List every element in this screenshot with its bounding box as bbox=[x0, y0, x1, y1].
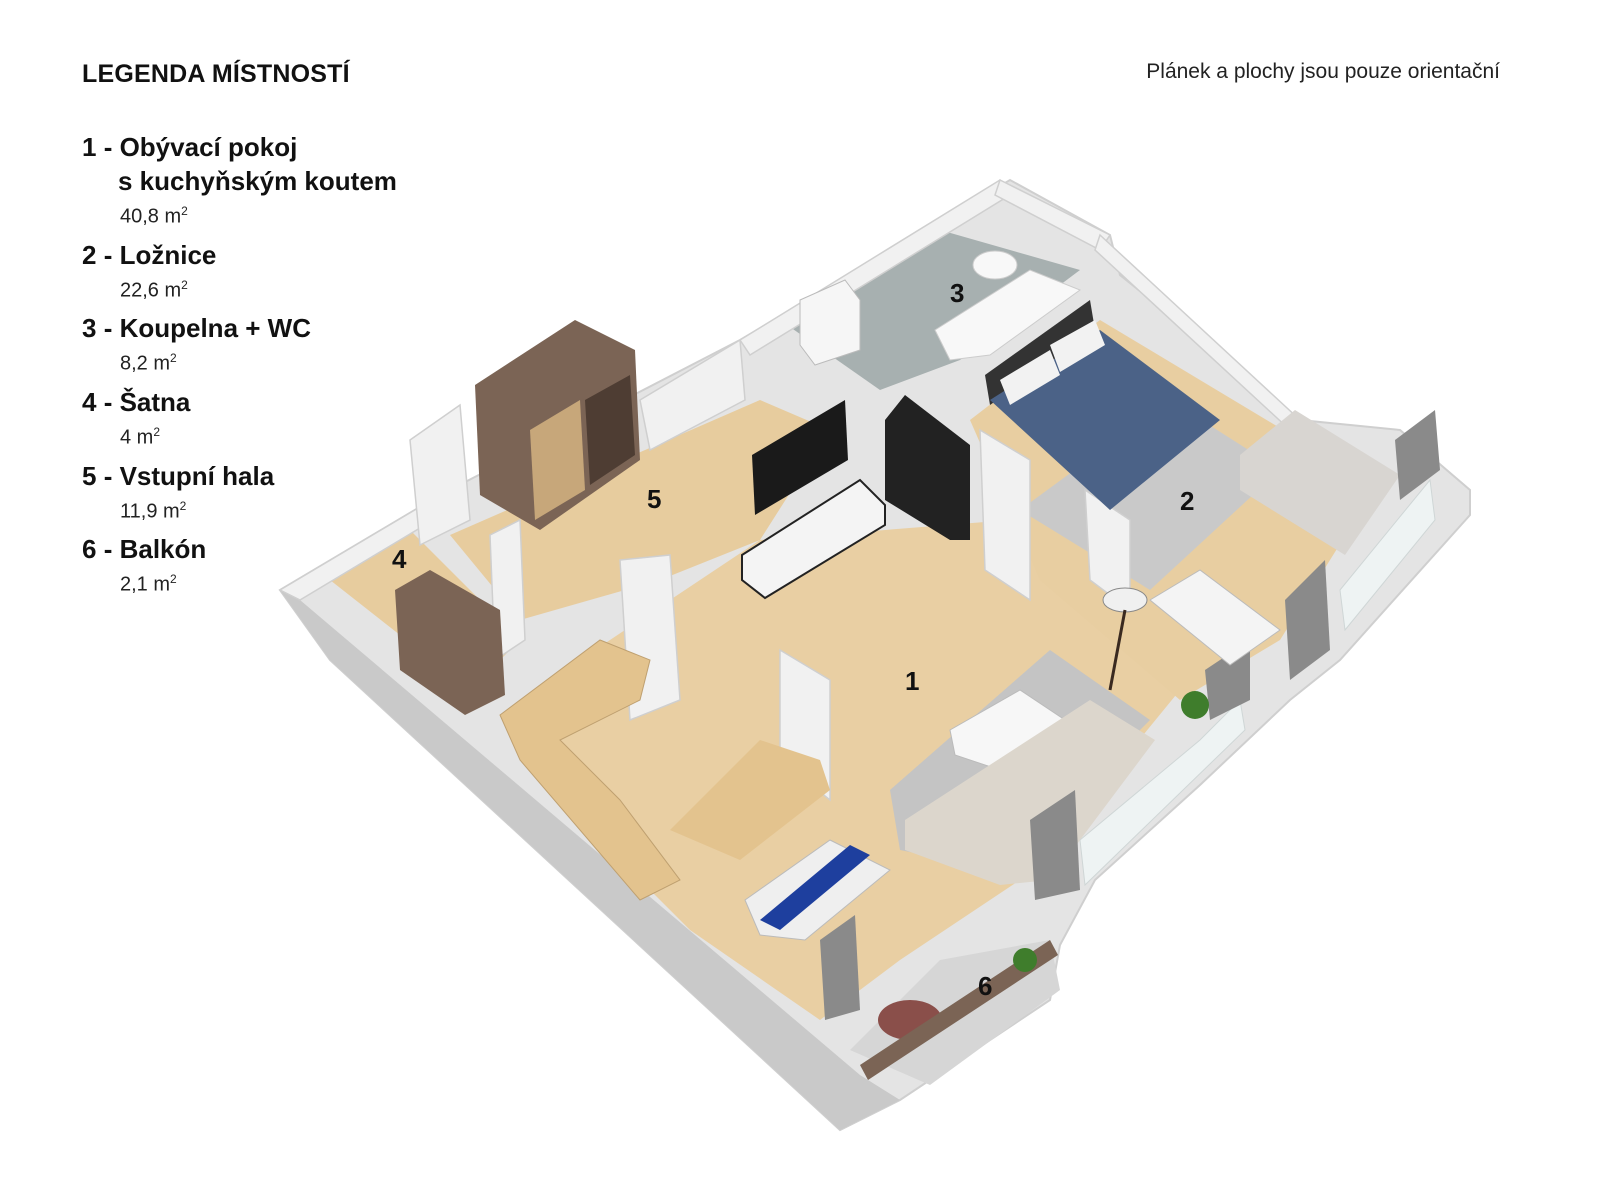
bed bbox=[985, 300, 1220, 510]
plant bbox=[1181, 691, 1209, 719]
tv-stand bbox=[741, 478, 886, 600]
floor-lamp-stand bbox=[1108, 609, 1127, 691]
toilet bbox=[972, 250, 1018, 280]
washing-machine bbox=[799, 279, 861, 366]
tv bbox=[752, 400, 848, 515]
legend-item-balcony: 6 - Balkón 2,1 m2 bbox=[82, 534, 207, 596]
black-shelf bbox=[885, 395, 970, 540]
legend-item-bathroom: 3 - Koupelna + WC 8,2 m2 bbox=[82, 313, 311, 375]
plan-base-side bbox=[280, 590, 900, 1130]
legend-title: LEGENDA MÍSTNOSTÍ bbox=[82, 60, 350, 88]
bathtub bbox=[934, 269, 1082, 361]
plan-label-2: 2 bbox=[1180, 486, 1194, 516]
plan-label-6: 6 bbox=[978, 971, 992, 1001]
curtains bbox=[820, 410, 1440, 1020]
disclaimer-note: Plánek a plochy jsou pouze orientační bbox=[1146, 60, 1500, 83]
kitchen-counter bbox=[499, 639, 681, 901]
legend-item-bedroom: 2 - Ložnice 22,6 m2 bbox=[82, 239, 217, 302]
legend-item-walk-in-closet: 4 - Šatna 4 m2 bbox=[82, 386, 191, 449]
windows bbox=[1079, 478, 1436, 887]
entrance-hall-floor bbox=[450, 400, 830, 620]
plan-label-1: 1 bbox=[905, 666, 919, 696]
living-room-floor bbox=[520, 520, 1180, 1020]
plan-label-5: 5 bbox=[647, 484, 661, 514]
legend-item-living-room: 1 - Obývací pokoj s kuchyňským koutem 40… bbox=[82, 132, 397, 228]
bedroom-rug bbox=[1020, 400, 1280, 590]
desk bbox=[1149, 569, 1281, 666]
floor-lamp bbox=[1102, 587, 1148, 613]
plan-label-3: 3 bbox=[950, 278, 964, 308]
bedroom-sofa bbox=[1240, 410, 1400, 555]
walls bbox=[278, 178, 1302, 802]
room-legend: 1 - Obývací pokoj s kuchyňským koutem 40… bbox=[82, 130, 482, 606]
balcony-plant bbox=[1013, 948, 1037, 972]
wardrobe-closet bbox=[395, 570, 505, 715]
plan-label-4: 4 bbox=[392, 544, 407, 574]
wardrobe-hall bbox=[475, 320, 640, 530]
balcony-railing bbox=[860, 940, 1058, 1080]
kitchen-island bbox=[670, 740, 830, 860]
corner-sofa bbox=[905, 700, 1155, 885]
table-runner bbox=[760, 845, 870, 930]
legend-item-entrance-hall: 5 - Vstupní hala 11,9 m2 bbox=[82, 460, 275, 523]
